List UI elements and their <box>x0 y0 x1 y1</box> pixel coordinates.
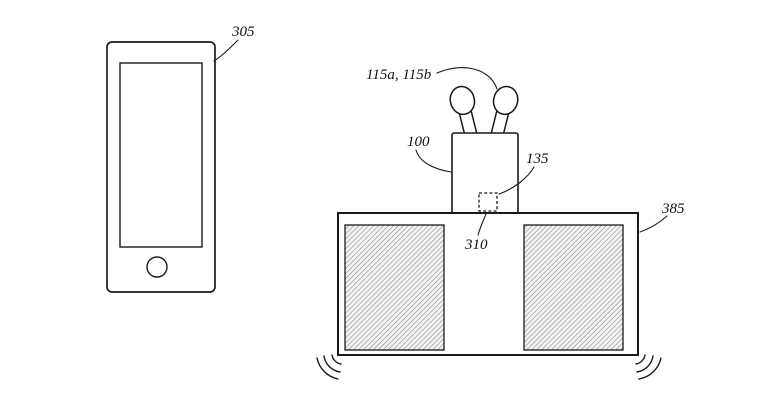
ref-label-charging-mat: 385 <box>661 201 685 217</box>
phone-screen <box>119 62 203 248</box>
coil-right <box>523 224 624 351</box>
ref-label-contact: 310 <box>464 237 488 253</box>
leader-line-115 <box>436 67 498 90</box>
ref-label-case: 100 <box>407 134 430 150</box>
dashed-module-box <box>478 192 498 212</box>
earbud-left-head <box>449 85 476 116</box>
leader-line-385 <box>639 215 668 233</box>
leader-line-135 <box>498 166 535 195</box>
ref-label-module: 135 <box>526 151 549 167</box>
ref-label-earbuds: 115a, 115b <box>366 67 432 83</box>
leader-line-310 <box>477 213 487 236</box>
leader-line-100 <box>415 149 452 173</box>
ref-label-smartphone: 305 <box>231 24 255 40</box>
coil-left <box>344 224 445 351</box>
leader-line-305 <box>213 39 239 62</box>
phone-home-button <box>146 256 168 278</box>
earbud-right-head <box>492 85 519 116</box>
earbud-right <box>490 85 519 143</box>
smartphone <box>106 41 216 293</box>
waves-right-icon <box>635 354 662 380</box>
waves-left-icon <box>316 354 342 380</box>
